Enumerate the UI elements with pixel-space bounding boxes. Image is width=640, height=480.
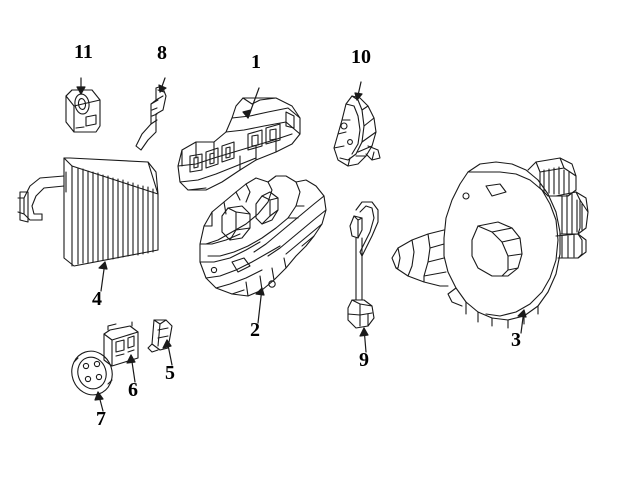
part-3-heater-case-right-housing (391, 157, 589, 329)
part-11-blower-resistor-module (65, 89, 101, 133)
part-1-blower-housing-upper-duct (177, 97, 301, 191)
callout-4[interactable]: 4 (92, 288, 102, 310)
part-7-sealing-plate-gasket (71, 350, 113, 396)
callout-5[interactable]: 5 (165, 362, 175, 384)
callout-1[interactable]: 1 (251, 51, 261, 73)
part-9-actuator-rod-lever (347, 201, 379, 329)
callout-11[interactable]: 11 (74, 41, 93, 63)
part-4-evaporator-core (17, 157, 159, 267)
callout-2[interactable]: 2 (250, 319, 260, 341)
callout-leader-lines (76, 77, 527, 412)
callout-8[interactable]: 8 (157, 42, 167, 64)
part-10-control-bracket-linkage (333, 95, 381, 167)
part-2-heater-case-center-assembly (199, 175, 327, 297)
callout-6[interactable]: 6 (128, 379, 138, 401)
callout-10[interactable]: 10 (351, 46, 371, 68)
callout-9[interactable]: 9 (359, 349, 369, 371)
part-6-expansion-valve-block (103, 321, 139, 367)
callout-3[interactable]: 3 (511, 329, 521, 351)
callout-7[interactable]: 7 (96, 408, 106, 430)
part-8-temperature-sensor-probe (135, 85, 167, 151)
